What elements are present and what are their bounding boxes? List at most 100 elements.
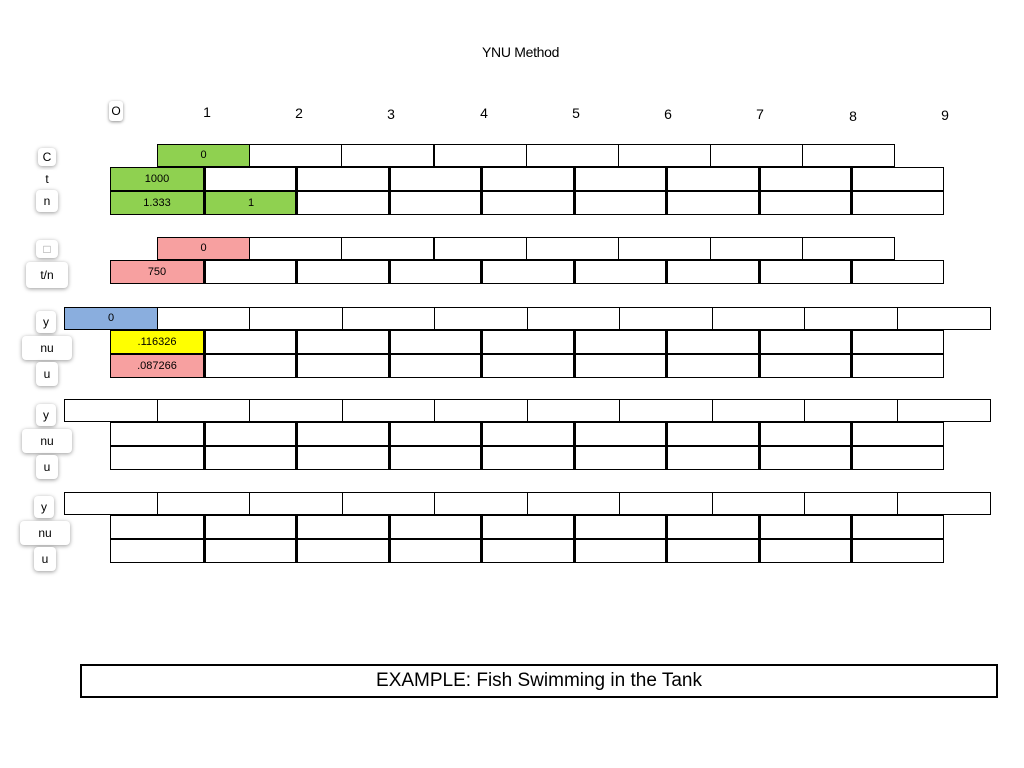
- u-row-3-cell-2[interactable]: [295, 539, 389, 563]
- nu-row-3-cell-2[interactable]: [295, 515, 389, 539]
- y-row-2-cell-3[interactable]: [342, 399, 436, 422]
- y-row-2-cell-5[interactable]: [527, 399, 621, 422]
- n-row-cell-8[interactable]: [850, 191, 944, 215]
- u-row-2-cell-2[interactable]: [295, 446, 389, 470]
- nu-row-3-cell-5[interactable]: [573, 515, 667, 539]
- tn-row-cell-7[interactable]: [758, 260, 852, 284]
- nu-row-3-cell-6[interactable]: [665, 515, 759, 539]
- nu-row-3-cell-7[interactable]: [758, 515, 852, 539]
- u-row-1-cell-2[interactable]: [295, 354, 389, 378]
- c-row-cell-1[interactable]: [249, 144, 342, 167]
- c-row-cell-7[interactable]: [802, 144, 895, 167]
- nu-row-2-cell-5[interactable]: [573, 422, 667, 446]
- t-row-cell-5[interactable]: [573, 167, 667, 191]
- nu-row-3-cell-4[interactable]: [480, 515, 574, 539]
- u-row-2-cell-1[interactable]: [203, 446, 297, 470]
- u-row-1-cell-8[interactable]: [850, 354, 944, 378]
- u-row-1-cell-4[interactable]: [480, 354, 574, 378]
- tn-row-cell-4[interactable]: [480, 260, 574, 284]
- y-row-3-cell-7[interactable]: [712, 492, 806, 515]
- u-row-3-cell-8[interactable]: [850, 539, 944, 563]
- nu-row-1-cell-1[interactable]: [203, 330, 297, 354]
- u-row-2-cell-5[interactable]: [573, 446, 667, 470]
- y-row-3-cell-0[interactable]: [64, 492, 158, 515]
- t-row-cell-2[interactable]: [295, 167, 389, 191]
- y-row-2-cell-4[interactable]: [434, 399, 528, 422]
- u-row-3-cell-1[interactable]: [203, 539, 297, 563]
- box-row-cell-1[interactable]: [249, 237, 342, 260]
- u-row-2-cell-7[interactable]: [758, 446, 852, 470]
- nu-row-1-cell-0[interactable]: .116326: [110, 330, 204, 354]
- y-row-2-cell-8[interactable]: [804, 399, 898, 422]
- y-row-3-cell-9[interactable]: [897, 492, 991, 515]
- u-row-1-cell-0[interactable]: .087266: [110, 354, 204, 378]
- u-row-3-cell-4[interactable]: [480, 539, 574, 563]
- n-row-cell-5[interactable]: [573, 191, 667, 215]
- nu-row-1-cell-6[interactable]: [665, 330, 759, 354]
- y-row-2-cell-9[interactable]: [897, 399, 991, 422]
- n-row-cell-3[interactable]: [388, 191, 482, 215]
- y-row-3-cell-3[interactable]: [342, 492, 436, 515]
- tn-row-cell-5[interactable]: [573, 260, 667, 284]
- u-row-2-cell-0[interactable]: [110, 446, 204, 470]
- nu-row-1-cell-7[interactable]: [758, 330, 852, 354]
- n-row-cell-2[interactable]: [295, 191, 389, 215]
- y-row-2-cell-2[interactable]: [249, 399, 343, 422]
- u-row-3-cell-0[interactable]: [110, 539, 204, 563]
- u-row-3-cell-5[interactable]: [573, 539, 667, 563]
- y-row-1-cell-1[interactable]: [157, 307, 251, 330]
- nu-row-1-cell-5[interactable]: [573, 330, 667, 354]
- y-row-1-cell-0[interactable]: 0: [64, 307, 158, 330]
- c-row-cell-2[interactable]: [341, 144, 434, 167]
- y-row-1-cell-7[interactable]: [712, 307, 806, 330]
- u-row-2-cell-6[interactable]: [665, 446, 759, 470]
- u-row-3-cell-7[interactable]: [758, 539, 852, 563]
- y-row-2-cell-7[interactable]: [712, 399, 806, 422]
- u-row-1-cell-1[interactable]: [203, 354, 297, 378]
- y-row-3-cell-4[interactable]: [434, 492, 528, 515]
- t-row-cell-1[interactable]: [203, 167, 297, 191]
- n-row-cell-7[interactable]: [758, 191, 852, 215]
- nu-row-2-cell-6[interactable]: [665, 422, 759, 446]
- tn-row-cell-2[interactable]: [295, 260, 389, 284]
- y-row-3-cell-1[interactable]: [157, 492, 251, 515]
- c-row-cell-4[interactable]: [526, 144, 619, 167]
- nu-row-2-cell-4[interactable]: [480, 422, 574, 446]
- tn-row-cell-8[interactable]: [850, 260, 944, 284]
- u-row-1-cell-5[interactable]: [573, 354, 667, 378]
- n-row-cell-6[interactable]: [665, 191, 759, 215]
- y-row-2-cell-6[interactable]: [619, 399, 713, 422]
- tn-row-cell-1[interactable]: [203, 260, 297, 284]
- y-row-2-cell-1[interactable]: [157, 399, 251, 422]
- n-row-cell-0[interactable]: 1.333: [110, 191, 204, 215]
- y-row-1-cell-8[interactable]: [804, 307, 898, 330]
- nu-row-2-cell-7[interactable]: [758, 422, 852, 446]
- nu-row-2-cell-0[interactable]: [110, 422, 204, 446]
- tn-row-cell-6[interactable]: [665, 260, 759, 284]
- box-row-cell-7[interactable]: [802, 237, 895, 260]
- nu-row-1-cell-4[interactable]: [480, 330, 574, 354]
- u-row-3-cell-3[interactable]: [388, 539, 482, 563]
- u-row-1-cell-7[interactable]: [758, 354, 852, 378]
- t-row-cell-4[interactable]: [480, 167, 574, 191]
- u-row-2-cell-3[interactable]: [388, 446, 482, 470]
- y-row-2-cell-0[interactable]: [64, 399, 158, 422]
- c-row-cell-5[interactable]: [618, 144, 711, 167]
- y-row-3-cell-2[interactable]: [249, 492, 343, 515]
- nu-row-3-cell-1[interactable]: [203, 515, 297, 539]
- nu-row-1-cell-2[interactable]: [295, 330, 389, 354]
- nu-row-3-cell-0[interactable]: [110, 515, 204, 539]
- y-row-3-cell-5[interactable]: [527, 492, 621, 515]
- u-row-2-cell-8[interactable]: [850, 446, 944, 470]
- nu-row-2-cell-2[interactable]: [295, 422, 389, 446]
- n-row-cell-1[interactable]: 1: [203, 191, 297, 215]
- c-row-cell-0[interactable]: 0: [157, 144, 250, 167]
- t-row-cell-6[interactable]: [665, 167, 759, 191]
- y-row-1-cell-5[interactable]: [527, 307, 621, 330]
- nu-row-2-cell-3[interactable]: [388, 422, 482, 446]
- u-row-1-cell-6[interactable]: [665, 354, 759, 378]
- t-row-cell-0[interactable]: 1000: [110, 167, 204, 191]
- u-row-2-cell-4[interactable]: [480, 446, 574, 470]
- u-row-1-cell-3[interactable]: [388, 354, 482, 378]
- box-row-cell-4[interactable]: [526, 237, 619, 260]
